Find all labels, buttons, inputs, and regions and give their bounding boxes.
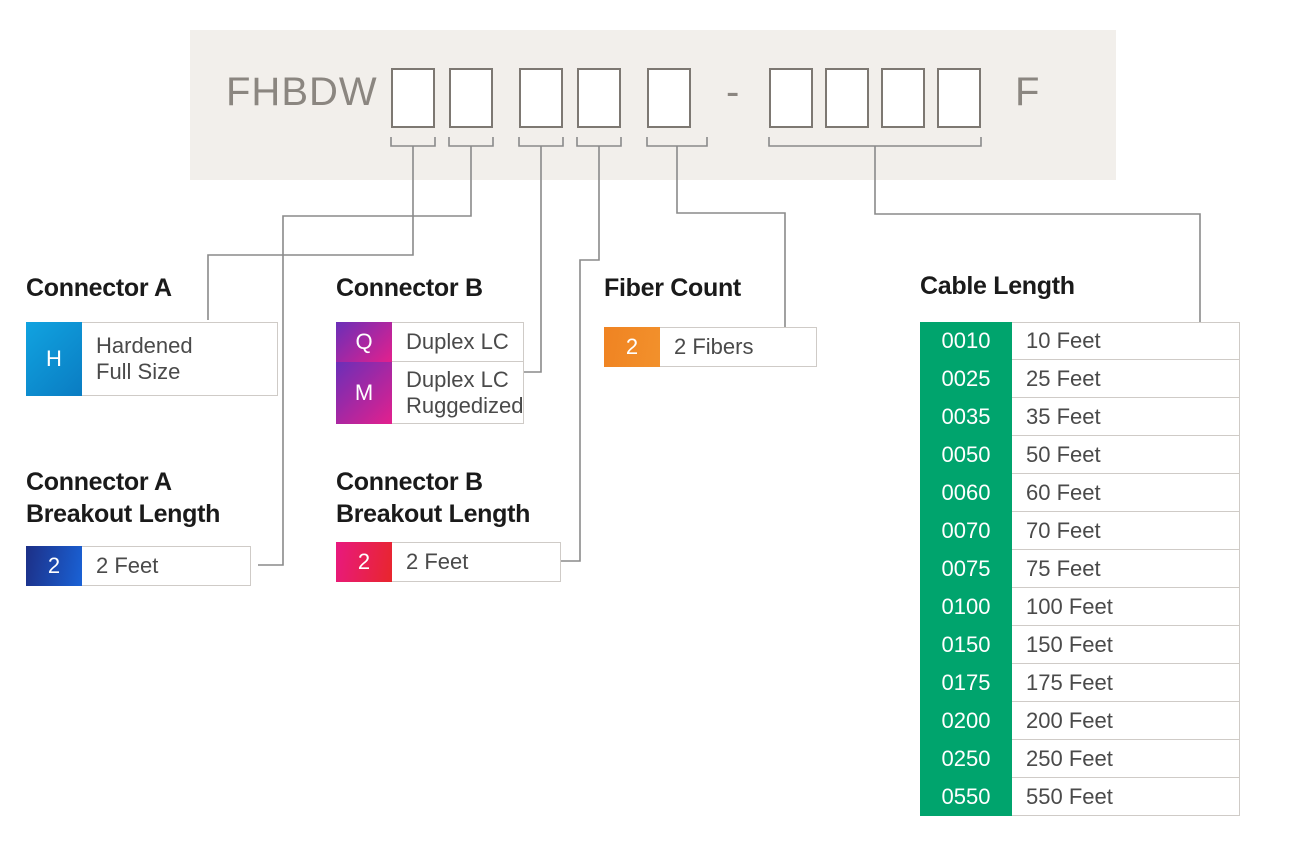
option-description: 35 Feet <box>1012 398 1240 436</box>
option-description: 75 Feet <box>1012 550 1240 588</box>
options-connector-a-breakout: 2 2 Feet <box>26 546 251 586</box>
pn-box-5[interactable] <box>647 68 691 128</box>
options-connector-a: H Hardened Full Size <box>26 322 278 396</box>
option-row[interactable]: Q Duplex LC <box>336 322 524 362</box>
section-title-connector-b: Connector B <box>336 274 483 302</box>
option-description: 70 Feet <box>1012 512 1240 550</box>
section-title-connector-a: Connector A <box>26 274 172 302</box>
option-code-badge: 2 <box>604 327 660 367</box>
option-description: Duplex LC <box>392 322 524 362</box>
option-code-badge: 0070 <box>920 512 1012 550</box>
option-description: 150 Feet <box>1012 626 1240 664</box>
pn-box-7[interactable] <box>825 68 869 128</box>
option-description: 2 Feet <box>82 546 251 586</box>
option-description: 2 Feet <box>392 542 561 582</box>
option-description: 200 Feet <box>1012 702 1240 740</box>
option-description: 25 Feet <box>1012 360 1240 398</box>
section-title-cable-length: Cable Length <box>920 272 1075 300</box>
option-code-badge: 0250 <box>920 740 1012 778</box>
option-description: 2 Fibers <box>660 327 817 367</box>
option-description: 250 Feet <box>1012 740 1240 778</box>
option-code-badge: 0025 <box>920 360 1012 398</box>
part-number-suffix: F <box>1015 70 1040 114</box>
option-code-badge: 0050 <box>920 436 1012 474</box>
option-code-badge: 0550 <box>920 778 1012 816</box>
part-number-separator: - <box>726 70 740 114</box>
pn-box-8[interactable] <box>881 68 925 128</box>
option-description: Hardened Full Size <box>82 322 278 396</box>
pn-box-2[interactable] <box>449 68 493 128</box>
part-number-prefix: FHBDW - <box>226 70 405 114</box>
pn-box-4[interactable] <box>577 68 621 128</box>
option-code-badge: Q <box>336 322 392 362</box>
option-code-badge: 0060 <box>920 474 1012 512</box>
options-connector-b: Q Duplex LC M Duplex LC Ruggedized <box>336 322 524 424</box>
section-title-connector-b-breakout: Connector B Breakout Length <box>336 468 531 528</box>
option-code-badge: 2 <box>336 542 392 582</box>
pn-box-9[interactable] <box>937 68 981 128</box>
section-title-fiber-count: Fiber Count <box>604 274 741 302</box>
option-description: Duplex LC Ruggedized <box>392 362 524 424</box>
option-row[interactable]: 2 2 Fibers <box>604 327 817 367</box>
option-row[interactable]: 2 2 Feet <box>26 546 251 586</box>
option-description: 10 Feet <box>1012 322 1240 360</box>
option-code-badge: 0200 <box>920 702 1012 740</box>
option-code-badge: 0175 <box>920 664 1012 702</box>
option-code-badge: 0075 <box>920 550 1012 588</box>
section-title-connector-a-breakout: Connector A Breakout Length <box>26 468 221 528</box>
option-row[interactable]: M Duplex LC Ruggedized <box>336 362 524 424</box>
option-row[interactable]: 2 2 Feet <box>336 542 561 582</box>
leader-connector-b-breakout <box>556 146 600 562</box>
options-connector-b-breakout: 2 2 Feet <box>336 542 561 582</box>
option-description: 175 Feet <box>1012 664 1240 702</box>
option-description: 100 Feet <box>1012 588 1240 626</box>
option-code-badge: H <box>26 322 82 396</box>
option-description: 60 Feet <box>1012 474 1240 512</box>
option-description: 50 Feet <box>1012 436 1240 474</box>
option-code-badge: 0150 <box>920 626 1012 664</box>
options-fiber-count: 2 2 Fibers <box>604 327 817 367</box>
option-code-badge: 2 <box>26 546 82 586</box>
option-code-badge: 0010 <box>920 322 1012 360</box>
pn-box-6[interactable] <box>769 68 813 128</box>
option-code-badge: 0035 <box>920 398 1012 436</box>
option-description: 550 Feet <box>1012 778 1240 816</box>
option-code-badge: 0100 <box>920 588 1012 626</box>
pn-box-3[interactable] <box>519 68 563 128</box>
pn-box-1[interactable] <box>391 68 435 128</box>
option-row[interactable]: H Hardened Full Size <box>26 322 278 396</box>
option-code-badge: M <box>336 362 392 424</box>
